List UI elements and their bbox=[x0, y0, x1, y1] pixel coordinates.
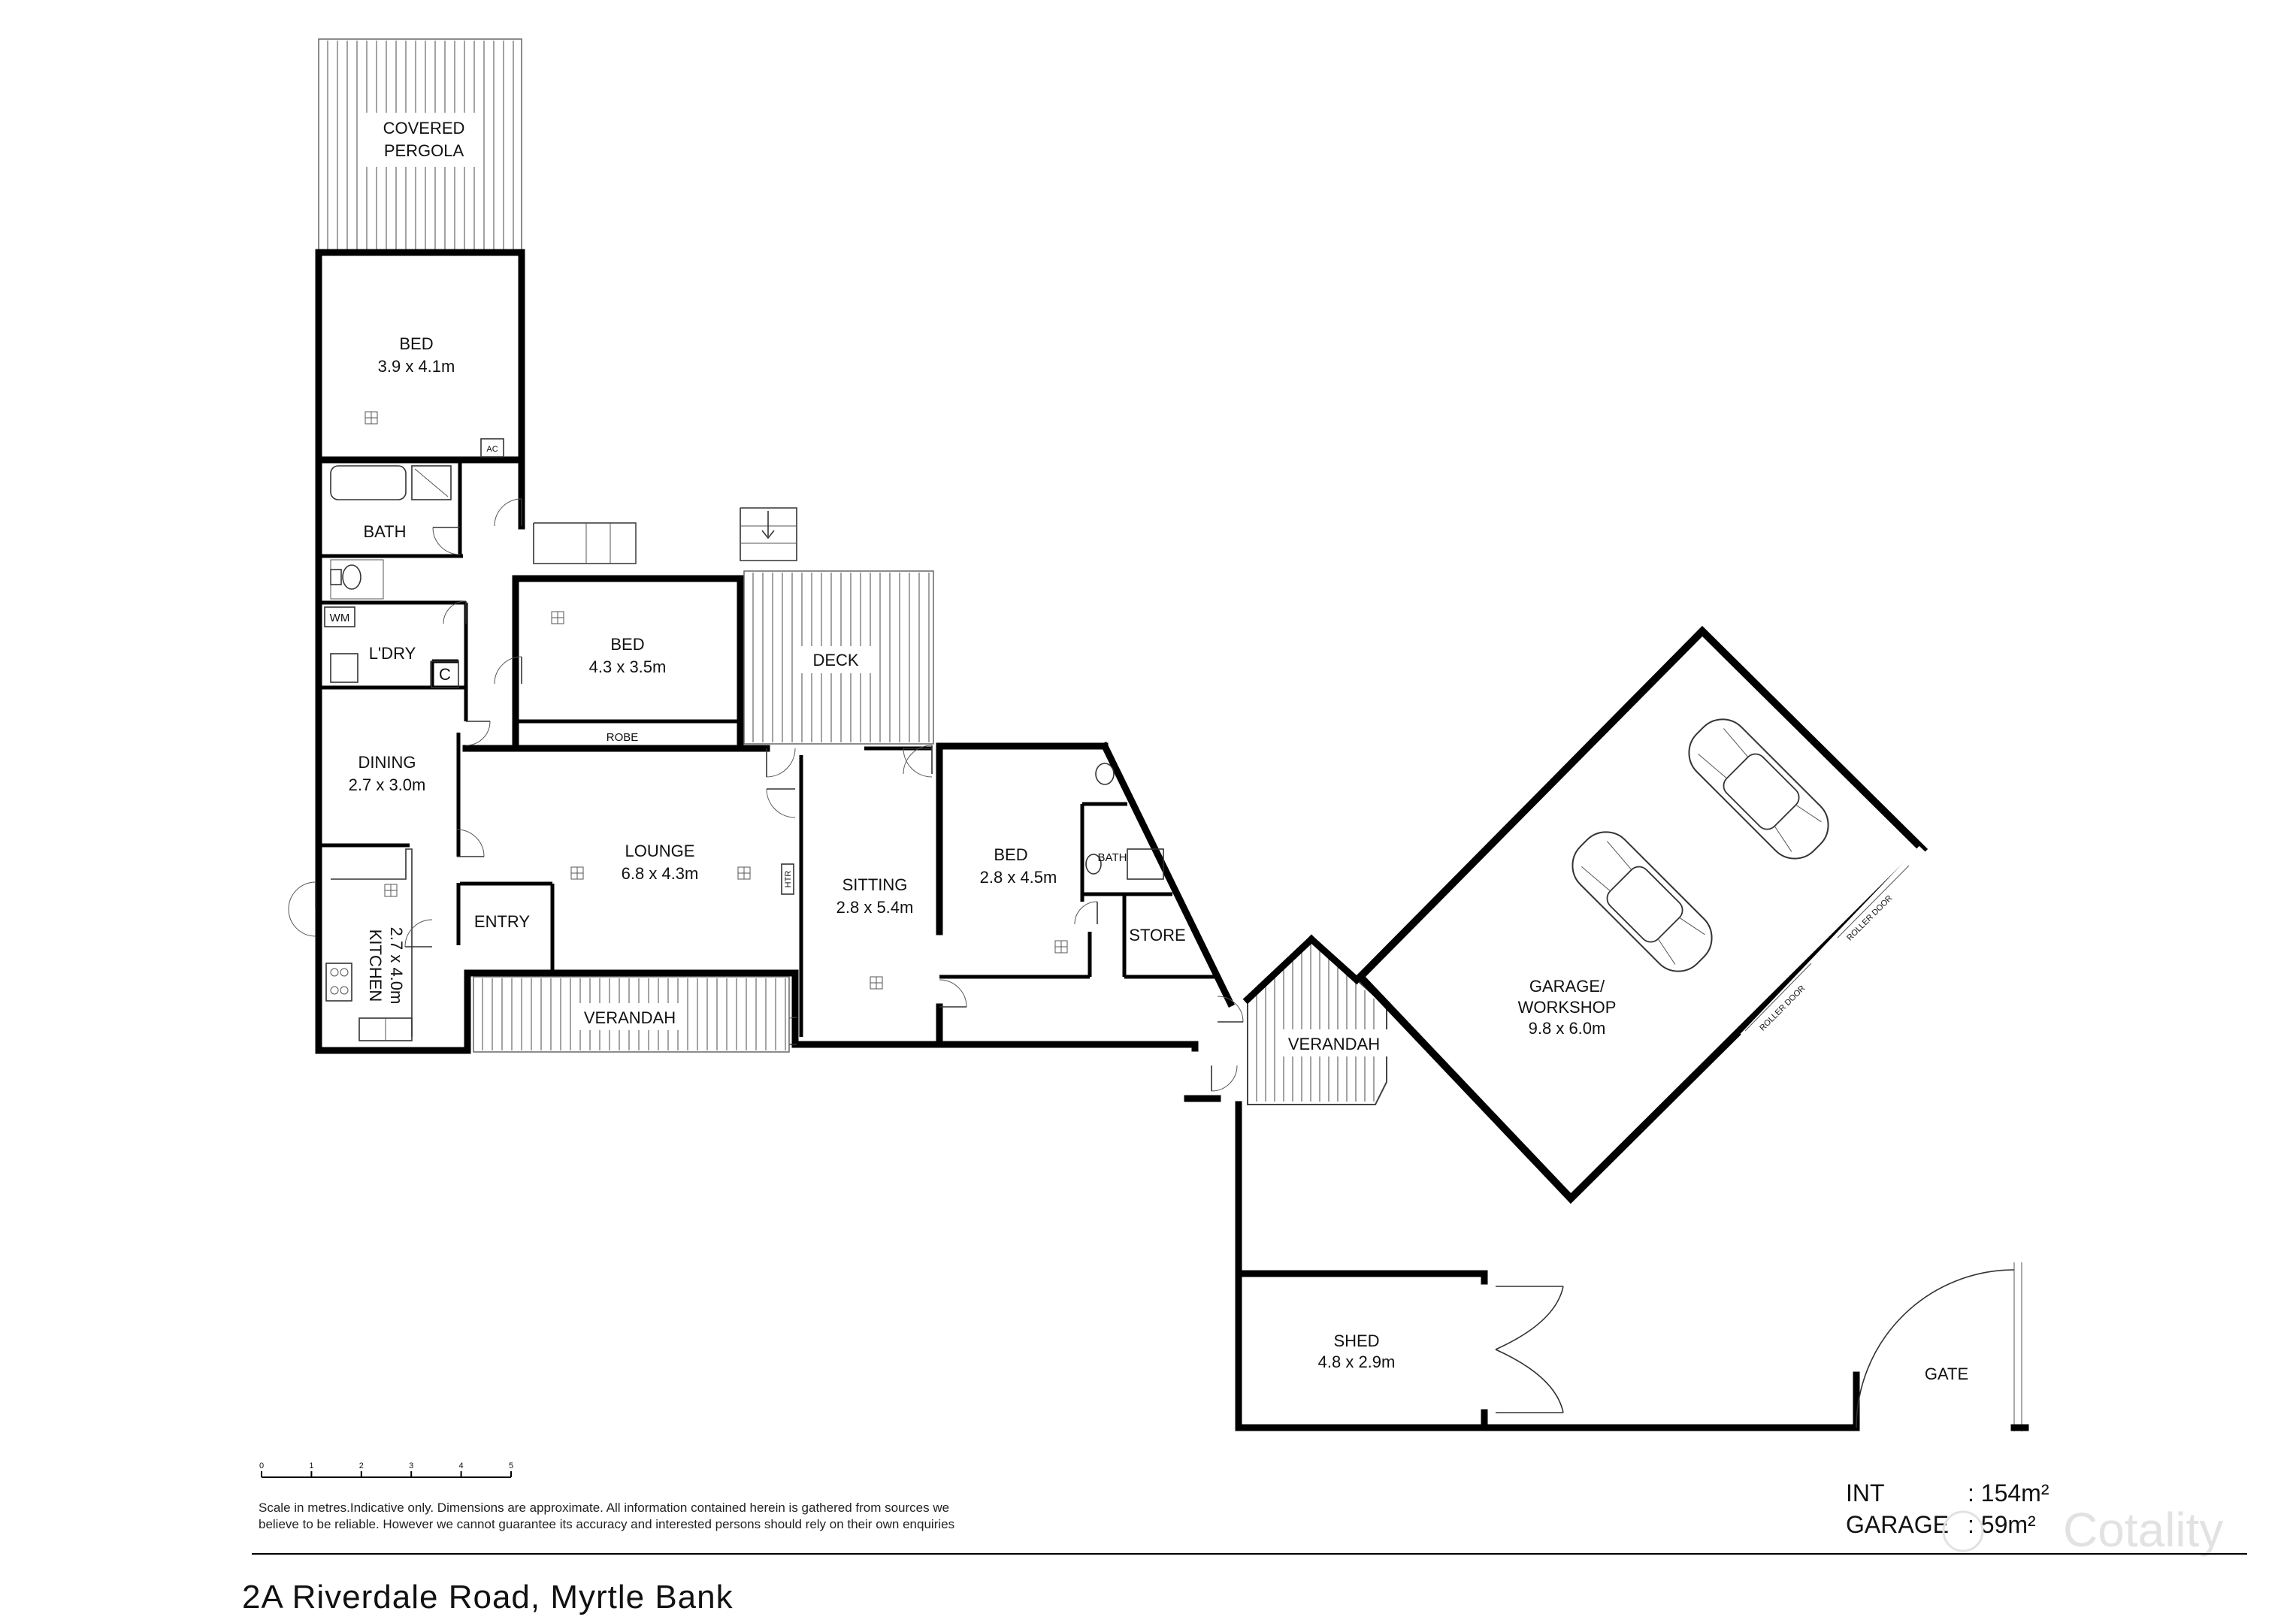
scale-tick-label: 0 bbox=[259, 1461, 264, 1470]
dining-dims: 2.7 x 3.0m bbox=[349, 775, 426, 794]
side-verandah-label: VERANDAH bbox=[1288, 1035, 1380, 1053]
room-labels: BED 3.9 x 4.1m BATH L'DRY C BED 4.3 x 3.… bbox=[349, 334, 1186, 1004]
disclaimer-line-1: Scale in metres.Indicative only. Dimensi… bbox=[259, 1501, 949, 1515]
dining-label: DINING bbox=[358, 753, 416, 772]
scale-tick-label: 4 bbox=[459, 1461, 464, 1470]
ac-label: AC bbox=[486, 445, 498, 454]
garage-area-value: : 59m² bbox=[1968, 1511, 2036, 1538]
robe-label: ROBE bbox=[607, 731, 639, 744]
bed-top-dims: 3.9 x 4.1m bbox=[378, 357, 455, 376]
bed-right-label: BED bbox=[994, 845, 1027, 864]
fixtures: HTR AC WM bbox=[324, 411, 1164, 1041]
cupboard-label: C bbox=[439, 665, 451, 684]
deck: DECK bbox=[743, 570, 934, 745]
sitting-label: SITTING bbox=[842, 875, 908, 894]
int-area-label: INT bbox=[1846, 1479, 1885, 1507]
scale-bar: 0 1 2 3 4 5 Scale in metres.Indicative only. … bbox=[259, 1461, 954, 1531]
lounge-label: LOUNGE bbox=[625, 842, 695, 860]
steps bbox=[533, 507, 797, 564]
garage-label-2: WORKSHOP bbox=[1518, 998, 1617, 1017]
ensuite-label: BATH bbox=[1098, 851, 1127, 864]
pergola-label-1: COVERED bbox=[383, 119, 465, 138]
bed-top-label: BED bbox=[399, 334, 433, 353]
pergola: COVERED PERGOLA bbox=[318, 38, 522, 252]
address-title: 2A Riverdale Road, Myrtle Bank bbox=[242, 1579, 734, 1615]
bed-mid-label: BED bbox=[610, 635, 644, 654]
front-verandah: VERANDAH bbox=[473, 976, 790, 1053]
yard: SHED 4.8 x 2.9m GATE bbox=[1184, 1095, 2029, 1431]
kitchen-dims: 2.7 x 4.0m bbox=[387, 927, 406, 1005]
watermark-logo: Cotality bbox=[2063, 1503, 2223, 1557]
house-walls bbox=[315, 249, 1236, 1054]
bed-right-dims: 2.8 x 4.5m bbox=[980, 868, 1057, 887]
car-icon bbox=[1688, 718, 1829, 860]
garage: ROLLER DOOR ROLLER DOOR GARAGE/ WORKSHOP… bbox=[1355, 625, 1928, 1204]
kitchen-label: KITCHEN bbox=[366, 929, 385, 1002]
gate-label: GATE bbox=[1925, 1365, 1968, 1383]
bath-label: BATH bbox=[363, 522, 406, 541]
scale-tick-label: 1 bbox=[309, 1461, 313, 1470]
entry-label: ENTRY bbox=[474, 912, 530, 931]
front-verandah-label: VERANDAH bbox=[584, 1008, 676, 1027]
store-label: STORE bbox=[1129, 926, 1185, 944]
laundry-label: L'DRY bbox=[369, 644, 416, 663]
lounge-dims: 6.8 x 4.3m bbox=[622, 864, 699, 883]
deck-label: DECK bbox=[812, 651, 858, 669]
garage-area-label: GARAGE bbox=[1846, 1511, 1949, 1538]
scale-tick-label: 5 bbox=[509, 1461, 513, 1470]
door-swings bbox=[288, 498, 1387, 1092]
scale-tick-label: 2 bbox=[359, 1461, 364, 1470]
watermark-icon bbox=[1942, 1510, 1984, 1552]
garage-dims: 9.8 x 6.0m bbox=[1529, 1019, 1606, 1038]
pergola-label-2: PERGOLA bbox=[384, 141, 464, 160]
scale-tick-label: 3 bbox=[409, 1461, 413, 1470]
int-area-value: : 154m² bbox=[1968, 1479, 2049, 1507]
side-verandah: VERANDAH bbox=[1242, 934, 1390, 1105]
sitting-dims: 2.8 x 5.4m bbox=[836, 898, 914, 917]
disclaimer-line-2: believe to be reliable. However we canno… bbox=[259, 1517, 954, 1531]
garage-label-1: GARAGE/ bbox=[1529, 977, 1605, 996]
area-summary: INT : 154m² GARAGE : 59m² bbox=[1846, 1479, 2049, 1538]
shed-dims: 4.8 x 2.9m bbox=[1318, 1352, 1396, 1371]
htr-label: HTR bbox=[784, 871, 793, 888]
light-fittings bbox=[365, 411, 1068, 990]
car-icon bbox=[1572, 831, 1713, 972]
shed-label: SHED bbox=[1333, 1331, 1379, 1350]
bed-mid-dims: 4.3 x 3.5m bbox=[589, 657, 667, 676]
wm-label: WM bbox=[330, 612, 350, 624]
